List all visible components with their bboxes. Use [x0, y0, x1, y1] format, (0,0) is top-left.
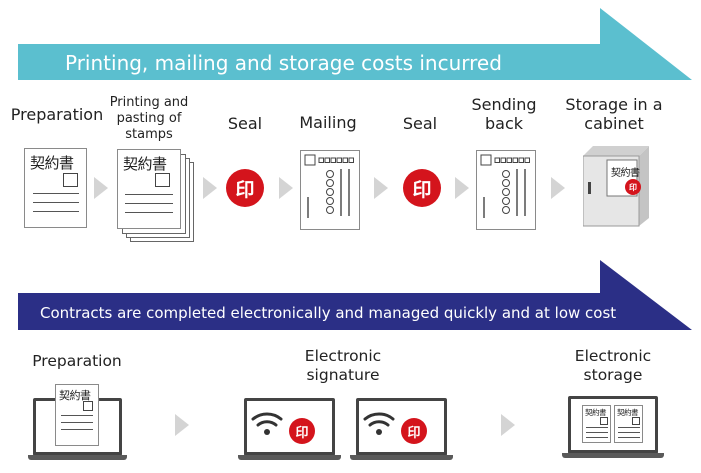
mailing-envelope-icon	[300, 150, 360, 230]
chevron-right-icon	[279, 177, 293, 199]
document-title: 契約書	[30, 154, 74, 172]
laptop-icon	[356, 398, 447, 456]
chevron-right-icon	[551, 177, 565, 199]
chevron-right-icon	[94, 177, 108, 199]
step-label-storage: Storage in a cabinet	[565, 95, 663, 133]
document-title: 契約書	[585, 408, 607, 417]
step-label-seal-2: Seal	[402, 114, 438, 133]
seal-stamp-icon: 印	[401, 418, 427, 444]
electronic-process-banner-text: Contracts are completed electronically a…	[40, 304, 617, 322]
chevron-right-icon	[374, 177, 388, 199]
step-label-seal-1: Seal	[227, 114, 263, 133]
seal-stamp-icon: 印	[625, 179, 641, 195]
seal-stamp-icon: 印	[289, 418, 315, 444]
paper-process-banner-text: Printing, mailing and storage costs incu…	[65, 51, 502, 75]
return-envelope-icon	[476, 150, 536, 230]
paper-process-arrow	[18, 8, 692, 80]
electronic-label-signature: Electronic signature	[304, 347, 382, 384]
document-title: 契約書	[617, 408, 639, 417]
step-label-preparation: Preparation	[10, 105, 104, 124]
electronic-label-preparation: Preparation	[32, 352, 122, 370]
laptop-base	[28, 455, 127, 460]
stored-document-icon: 契約書	[582, 405, 611, 443]
chevron-right-icon	[455, 177, 469, 199]
document-title: 契約書	[59, 389, 91, 402]
document-title: 契約書	[123, 155, 167, 173]
wifi-icon	[251, 412, 283, 435]
electronic-process-arrow	[18, 260, 692, 330]
chevron-right-icon	[501, 414, 515, 436]
stored-document-icon: 契約書	[614, 405, 643, 443]
contract-document-icon: 契約書	[55, 384, 99, 446]
laptop-base	[350, 455, 453, 460]
laptop-base	[562, 453, 664, 458]
step-label-printing: Printing and pasting of stamps	[109, 95, 189, 142]
seal-stamp-icon: 印	[226, 169, 264, 207]
cabinet-document-title: 契約書	[611, 168, 640, 179]
cabinet-icon	[583, 146, 649, 227]
stacked-contract-documents-icon: 契約書	[117, 149, 181, 229]
electronic-label-storage: Electronic storage	[574, 347, 652, 384]
wifi-icon	[363, 412, 395, 435]
step-label-sending-back: Sending back	[471, 95, 537, 133]
chevron-right-icon	[175, 414, 189, 436]
contract-document-icon: 契約書	[24, 148, 87, 228]
chevron-right-icon	[203, 177, 217, 199]
laptop-base	[238, 455, 341, 460]
step-label-mailing: Mailing	[299, 113, 357, 132]
seal-stamp-icon: 印	[403, 169, 441, 207]
